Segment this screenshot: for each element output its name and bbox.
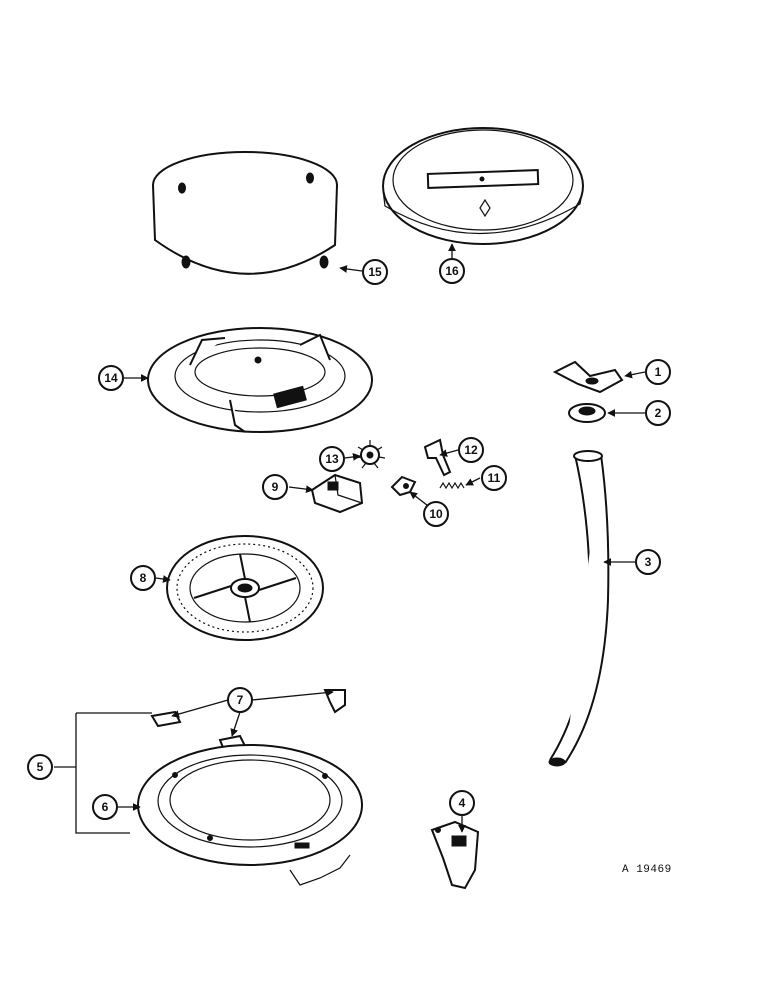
callout-4: 4 [449, 790, 475, 816]
callout-1: 1 [645, 359, 671, 385]
part-14-plate [147, 327, 373, 433]
part-15-ring [152, 151, 338, 275]
callout-11: 11 [481, 465, 507, 491]
callout-14: 14 [98, 365, 124, 391]
svg-text:15: 15 [368, 265, 382, 279]
svg-text:16: 16 [445, 264, 459, 278]
part-8-disc [166, 535, 324, 641]
part-11-spring [439, 481, 465, 490]
part-16-lid [382, 127, 584, 245]
callout-9: 9 [262, 474, 288, 500]
part-6-mount-ring [137, 744, 363, 886]
callout-10: 10 [423, 501, 449, 527]
leader-lines [54, 243, 646, 834]
svg-text:4: 4 [459, 796, 466, 810]
figure-reference: A 19469 [622, 864, 672, 876]
svg-text:11: 11 [488, 471, 501, 485]
callout-6: 6 [92, 794, 118, 820]
svg-text:2: 2 [655, 406, 662, 420]
part-4-bracket [430, 820, 480, 890]
callout-13: 13 [319, 446, 345, 472]
part-1-clip [552, 360, 624, 394]
callout-5: 5 [27, 754, 53, 780]
svg-text:1: 1 [655, 365, 662, 379]
part-12-latch [423, 438, 452, 477]
svg-text:13: 13 [325, 452, 339, 466]
callout-8: 8 [130, 565, 156, 591]
svg-text:6: 6 [102, 800, 109, 814]
svg-text:10: 10 [429, 507, 443, 521]
callout-12: 12 [458, 437, 484, 463]
part-10-hinge [390, 475, 417, 497]
part-3-tube [548, 450, 610, 767]
callout-16: 16 [439, 258, 465, 284]
callout-7: 7 [227, 687, 253, 713]
svg-text:9: 9 [272, 480, 279, 494]
callout-2: 2 [645, 400, 671, 426]
svg-text:7: 7 [237, 693, 244, 707]
svg-text:5: 5 [37, 760, 44, 774]
svg-text:14: 14 [104, 371, 118, 385]
svg-text:12: 12 [464, 443, 478, 457]
callout-3: 3 [635, 549, 661, 575]
part-2-grommet [568, 403, 606, 423]
svg-text:8: 8 [140, 571, 147, 585]
callout-15: 15 [362, 259, 388, 285]
part-9-block [310, 473, 364, 514]
svg-text:3: 3 [645, 555, 652, 569]
part-13-gear [354, 440, 386, 469]
